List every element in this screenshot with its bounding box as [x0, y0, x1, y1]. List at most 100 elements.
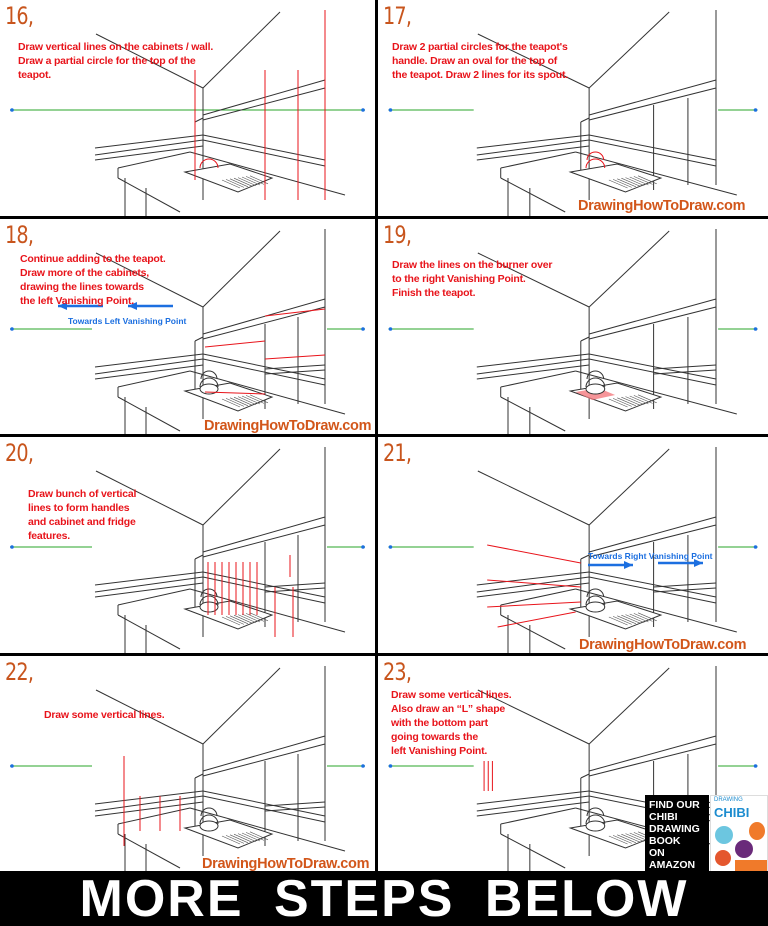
cabinet-line	[202, 743, 326, 777]
cabinet-line	[264, 587, 326, 593]
right-vanishing-point	[753, 764, 758, 768]
step-instructions: Draw some vertical lines.	[44, 708, 165, 722]
island-line	[189, 588, 346, 633]
burner-grate-line	[637, 394, 657, 404]
ceiling-line	[588, 230, 670, 308]
burner-grate-line	[241, 395, 261, 405]
cabinet-line	[580, 117, 590, 123]
teapot-lid-arc	[199, 814, 219, 825]
instruction-line: Draw some vertical lines.	[44, 709, 165, 721]
burner-grate-line	[617, 178, 637, 188]
cabinet-line	[202, 735, 326, 772]
more-steps-banner: MORE STEPS BELOW	[0, 873, 768, 926]
teapot-body	[585, 820, 606, 832]
burner-grate-line	[633, 176, 653, 185]
guide-line	[487, 544, 581, 564]
counter-line	[589, 571, 717, 598]
teapot-lid-arc	[585, 158, 606, 169]
island-line	[500, 370, 576, 388]
burner-grate-line	[621, 177, 641, 187]
cabinet-line	[588, 79, 717, 116]
counter-line	[476, 364, 590, 380]
cabinet-line	[653, 369, 717, 375]
island-line	[117, 177, 181, 213]
cabinet-line	[588, 87, 717, 121]
instruction-line: teapot.	[18, 69, 52, 81]
counter-line	[94, 801, 204, 817]
island-line	[500, 807, 576, 825]
right-vanishing-point	[361, 545, 365, 549]
cabinet-line	[653, 587, 717, 593]
counter-line	[202, 790, 326, 817]
step-number: 22,	[5, 658, 34, 686]
island-line	[189, 370, 346, 415]
burner-grate-line	[617, 615, 637, 625]
island-line	[500, 833, 566, 869]
burner-grate-line	[229, 178, 249, 188]
burner-grate-line	[629, 176, 649, 186]
guide-line	[204, 391, 266, 395]
burner-grate-line	[612, 616, 632, 625]
kitchen-sketch	[10, 666, 365, 871]
arrow-left-icon	[128, 302, 137, 310]
stove-burner	[568, 600, 663, 630]
island-line	[189, 151, 346, 196]
site-watermark: DrawingHowToDraw.com	[578, 198, 746, 214]
kitchen-sketch	[10, 229, 365, 434]
counter-line	[94, 139, 204, 156]
stove-burner	[568, 163, 663, 193]
right-vanishing-point	[753, 108, 758, 112]
island-line	[117, 588, 191, 606]
burner-grate-line	[245, 832, 265, 841]
counter-line	[94, 571, 204, 586]
step-number: 19,	[383, 221, 412, 249]
burner-grate-line	[249, 612, 269, 622]
step-number: 16,	[5, 2, 34, 30]
cabinet-line	[588, 524, 717, 558]
teapot-handle	[586, 588, 605, 598]
burner-grate-line	[233, 177, 253, 187]
instruction-line: Continue adding to the teapot.	[20, 253, 166, 265]
step-panel-22: 22,Draw some vertical lines.DrawingHowTo…	[0, 656, 375, 871]
guide-line	[204, 340, 266, 348]
instruction-line: the left Vanishing Point.	[20, 295, 135, 307]
kitchen-sketch	[10, 447, 365, 653]
instruction-line: and cabinet and fridge	[28, 516, 136, 528]
site-watermark: DrawingHowToDraw.com	[204, 418, 372, 434]
counter-line	[476, 145, 590, 161]
cabinet-line	[588, 516, 717, 553]
step-panel-18: 18,Continue adding to the teapot.Draw mo…	[0, 219, 375, 434]
cabinet-line	[202, 516, 326, 553]
burner-grate-line	[249, 831, 269, 841]
left-vanishing-point	[10, 108, 14, 112]
instruction-line: drawing the lines towards	[20, 281, 144, 293]
instruction-line: Draw vertical lines on the cabinets / wa…	[18, 41, 214, 53]
counter-line	[589, 576, 717, 604]
counter-line	[476, 582, 590, 598]
burner-grate-line	[241, 832, 261, 842]
instruction-line: Finish the teapot.	[392, 287, 476, 299]
instruction-line: handle. Draw an oval for the top of	[392, 55, 558, 67]
burner-grate-line	[608, 835, 628, 845]
step-panel-17: 17,Draw 2 partial circles for the teapot…	[378, 0, 768, 216]
island-line	[500, 177, 566, 213]
instruction-line: Draw more of the cabinets,	[20, 267, 149, 279]
cabinet-line	[202, 306, 326, 340]
cabinet-line	[194, 773, 204, 779]
burner-grate-line	[229, 615, 249, 625]
cabinet-line	[588, 743, 717, 777]
guide-line	[497, 611, 576, 628]
guide-line	[487, 579, 581, 588]
teapot-lid-arc	[199, 377, 219, 388]
burner-grate-line	[237, 396, 257, 405]
counter-line	[589, 353, 717, 380]
ad-text-line: AMAZON	[649, 859, 696, 871]
stove-burner	[568, 382, 663, 412]
instruction-line: the teapot. Draw 2 lines for its spout.	[392, 69, 568, 81]
ceiling-line	[477, 252, 590, 308]
